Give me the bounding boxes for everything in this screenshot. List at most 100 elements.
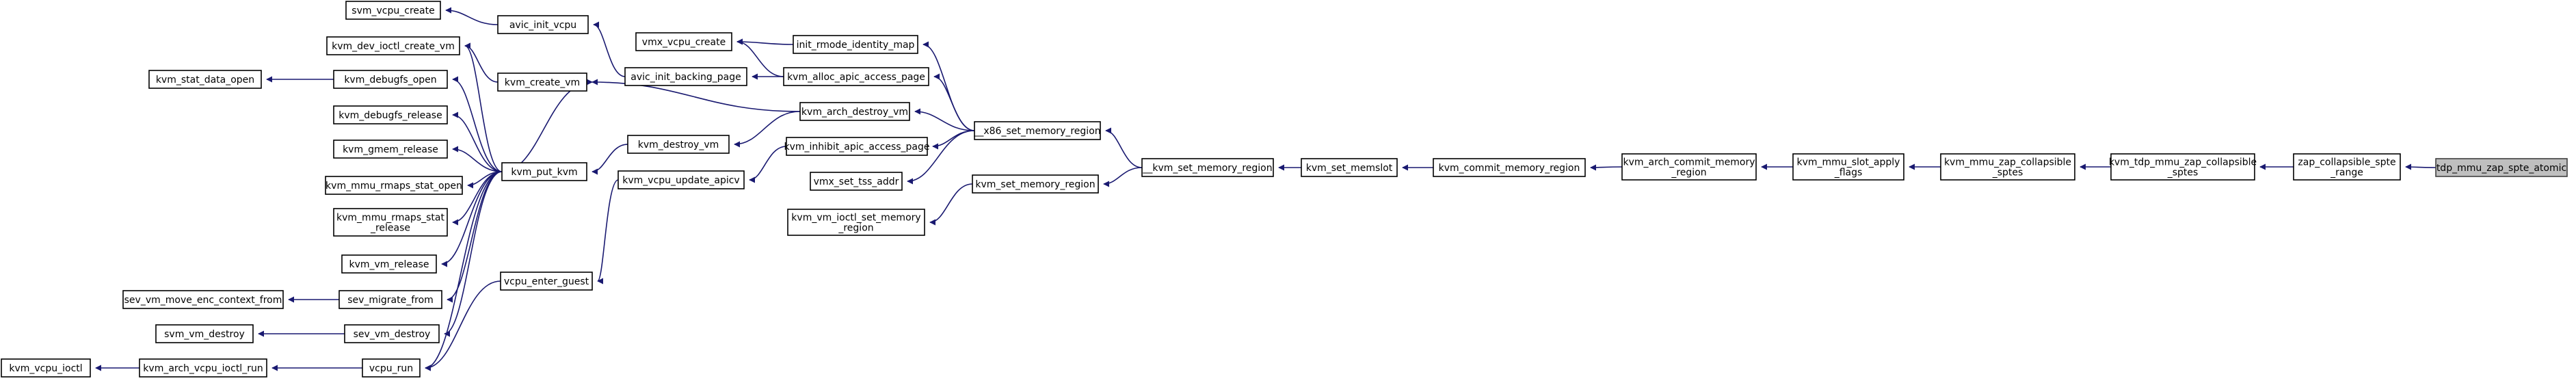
node-label: kvm_tdp_mmu_zap_collapsible [2109,157,2257,168]
node-kvm-mmu-zap[interactable]: kvm_mmu_zap_collapsible_sptes [1940,153,2075,181]
node-svm-vm-destroy[interactable]: svm_vm_destroy [155,324,254,343]
edge-line [452,76,503,172]
edge-line [425,280,501,371]
edge-kvm-gmem-release-to-kvm-put-kvm [452,146,503,172]
node-box [974,121,1101,140]
edge-kvm-dev-ioctl-create-vm-to-kvm-put-kvm [464,42,503,172]
node-kvm-arch-destroy[interactable]: kvm_arch_destroy_vm [799,102,910,121]
node-vcpu-run[interactable]: vcpu_run [362,358,421,378]
node-x86-set-mr[interactable]: __x86_set_memory_region [973,121,1101,140]
node-box [2435,158,2568,177]
node-label: kvm_gmem_release [343,144,438,155]
edge-kvm-vm-ioctl-set-to-kvm-set-mr [929,183,973,226]
edge-line [425,171,503,371]
node-kvm-mmu-rmaps-open[interactable]: kvm_mmu_rmaps_stat_open [325,176,463,195]
node-box [783,67,929,86]
node-box [972,174,1099,194]
node-label: vmx_set_tss_addr [814,176,899,187]
node-box [345,1,441,20]
node-box [333,70,448,89]
edge-kvm-create-vm-to-kvm-put-kvm [501,79,593,172]
node-label: kvm_dev_ioctl_create_vm [332,41,455,52]
node-box [1940,153,2075,181]
node-kvm-alloc-apic[interactable]: kvm_alloc_apic_access_page [783,67,929,86]
edge-line [1103,167,1143,187]
node-kvm-arch-vcpu-ioctl-run[interactable]: kvm_arch_vcpu_ioctl_run [139,358,267,378]
node-kvm-set-memslot[interactable]: kvm_set_memslot [1301,158,1398,177]
edge-line [597,179,619,285]
node-label: avic_init_backing_page [630,72,741,83]
node-label: kvm_mmu_rmaps_stat_open [326,181,462,192]
node-kvm-vm-ioctl-set[interactable]: kvm_vm_ioctl_set_memory_region [787,209,925,236]
edge-sev-vm-destroy-to-kvm-put-kvm [444,171,503,337]
node-box [1141,158,1274,177]
edge-line [736,38,794,45]
edge-kvm-destroy-vm-to-kvm-arch-destroy [734,111,801,148]
node-box [333,208,448,237]
node-kvm-mmu-slot-apply[interactable]: kvm_mmu_slot_apply_flags [1792,153,1904,181]
node-kvm-debugfs-release[interactable]: kvm_debugfs_release [333,105,448,124]
node-vmx-set-tss[interactable]: vmx_set_tss_addr [810,172,903,191]
edge-line [592,79,801,112]
node-label: _release [370,223,410,234]
node-kvm-arch-commit[interactable]: kvm_arch_commit_memory_region [1621,153,1757,181]
node-label: init_rmode_identity_map [797,40,915,51]
node-kvm-gmem-release[interactable]: kvm_gmem_release [333,140,448,159]
edge-line [929,183,973,226]
edge-line [593,21,626,77]
node-kvm-inhibit-apic[interactable]: kvm_inhibit_apic_access_page [784,137,930,156]
node-kvm-commit[interactable]: kvm_commit_memory_region [1433,158,1586,177]
node-kvm-set-mr[interactable]: kvm_set_memory_region [972,174,1099,194]
node-box [501,162,587,181]
node-init-rmode[interactable]: init_rmode_identity_map [793,35,918,54]
node-kvm-tdp-mmu-zap[interactable]: kvm_tdp_mmu_zap_collapsible_sptes [2109,153,2257,181]
node-label: kvm_destroy_vm [638,140,719,150]
node-kvm-set-mr-internal[interactable]: __kvm_set_memory_region [1141,158,1274,177]
node-zap-collapsible[interactable]: zap_collapsible_spte_range [2293,153,2401,181]
node-label: vcpu_enter_guest [504,276,589,287]
node-label: _sptes [1992,168,2023,179]
node-sev-vm-destroy[interactable]: sev_vm_destroy [344,324,440,343]
node-svm-vcpu-create[interactable]: svm_vcpu_create [345,1,441,20]
node-box [635,32,732,51]
node-box [1433,158,1586,177]
edge-line [734,111,801,148]
node-box [1,358,91,378]
node-avic-init-vcpu[interactable]: avic_init_vcpu [497,15,589,34]
node-vcpu-enter-guest[interactable]: vcpu_enter_guest [500,272,593,291]
node-kvm-vcpu-update-apicv[interactable]: kvm_vcpu_update_apicv [618,170,745,189]
edge-kvm-alloc-apic-to-x86-set-mr [933,73,975,131]
node-box [624,67,747,86]
node-label: _flags [1834,168,1863,179]
edge-avic-init-vcpu-to-avic-init-backing [593,21,626,77]
node-kvm-vcpu-ioctl[interactable]: kvm_vcpu_ioctl [1,358,91,378]
edge-line [445,7,499,25]
edge-init-rmode-to-x86-set-mr [922,41,975,131]
node-sev-vm-move[interactable]: sev_vm_move_enc_context_from [122,290,284,309]
node-box [333,105,448,124]
node-kvm-vm-release[interactable]: kvm_vm_release [341,254,437,274]
edge-vmx-set-tss-to-x86-set-mr [907,130,975,185]
node-kvm-put-kvm[interactable]: kvm_put_kvm [501,162,587,181]
node-kvm-debugfs-open[interactable]: kvm_debugfs_open [333,70,448,89]
node-label: kvm_debugfs_open [344,75,436,85]
edge-line [933,73,975,131]
node-kvm-stat-data-open[interactable]: kvm_stat_data_open [148,70,262,89]
node-kvm-create-vm[interactable]: kvm_create_vm [497,72,587,92]
node-label: zap_collapsible_spte [2298,157,2395,168]
node-label: vmx_vcpu_create [642,37,726,48]
node-vmx-vcpu-create[interactable]: vmx_vcpu_create [635,32,732,51]
node-box [787,209,925,236]
node-tdp-atomic[interactable]: tdp_mmu_zap_spte_atomic [2435,158,2568,177]
node-kvm-mmu-rmaps-release[interactable]: kvm_mmu_rmaps_stat_release [333,208,448,237]
node-avic-init-backing[interactable]: avic_init_backing_page [624,67,747,86]
node-label: svm_vm_destroy [164,329,245,340]
node-label: sev_migrate_from [347,295,434,306]
node-box [2293,153,2401,181]
node-kvm-destroy-vm[interactable]: kvm_destroy_vm [627,135,730,154]
node-sev-migrate-from[interactable]: sev_migrate_from [338,290,442,309]
node-label: __x86_set_memory_region [973,126,1100,137]
node-label: sev_vm_destroy [354,329,431,340]
node-kvm-dev-ioctl-create-vm[interactable]: kvm_dev_ioctl_create_vm [326,36,460,55]
